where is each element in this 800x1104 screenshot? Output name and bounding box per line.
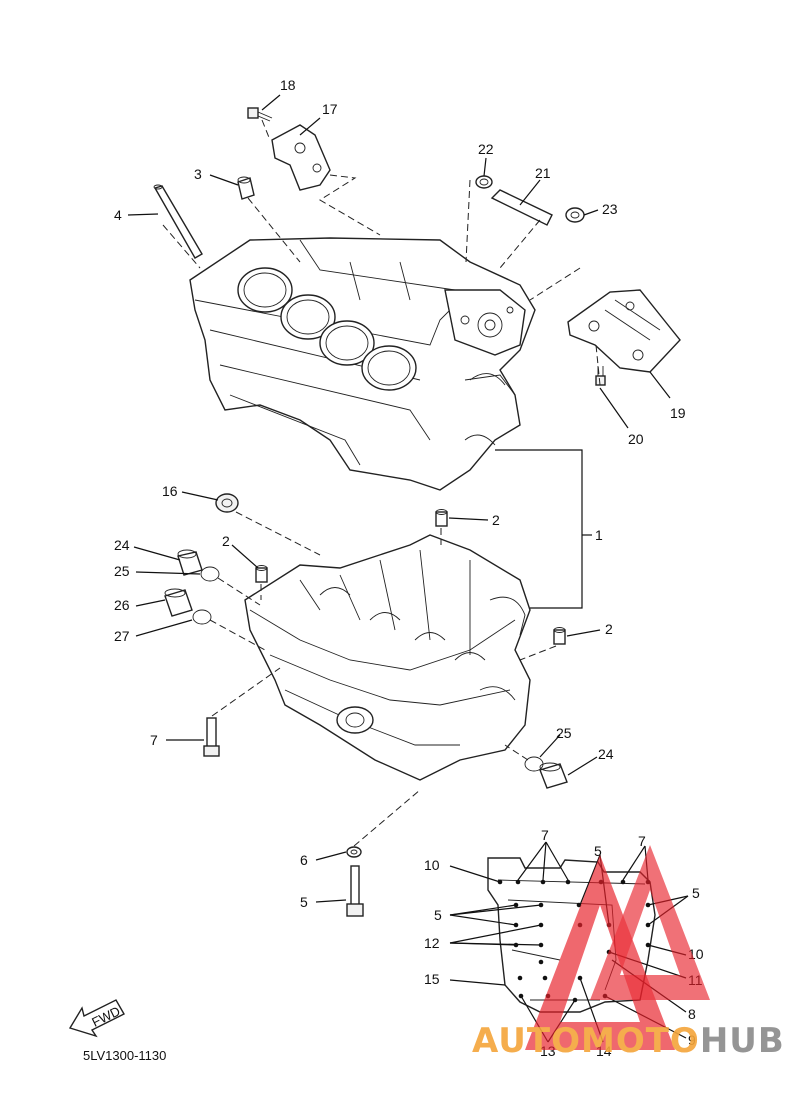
part-24-plug-top — [177, 549, 203, 576]
part-18-bolt — [247, 107, 273, 122]
inset-callout-10-left: 10 — [424, 857, 440, 873]
part-2-dowel-right — [553, 627, 566, 645]
callout-19: 19 — [670, 405, 686, 421]
fwd-label: FWD — [89, 1003, 122, 1029]
callout-16: 16 — [162, 483, 178, 499]
part-2-dowel-left — [255, 565, 268, 583]
callout-2-left: 2 — [222, 533, 230, 549]
part-22-clamp — [475, 175, 493, 189]
part-19-plate — [567, 289, 681, 373]
watermark-triangle-small-icon — [590, 845, 710, 1000]
svg-text:AUTOMOTOHUB: AUTOMOTOHUB — [472, 1021, 785, 1061]
callout-2-right: 2 — [605, 621, 613, 637]
inset-callout-numbers: 7 7 5 10 5 12 15 5 10 11 8 9 13 14 — [424, 827, 704, 1059]
part-7-bolt — [203, 717, 220, 757]
upper-crankcase — [189, 237, 536, 491]
inset-callout-7-left: 7 — [541, 827, 549, 843]
part-6-washer — [346, 846, 362, 858]
lower-crankcase — [244, 534, 531, 781]
part-21-hose — [490, 189, 553, 226]
callout-22: 22 — [478, 141, 494, 157]
callout-25-top: 25 — [114, 563, 130, 579]
callout-24-top: 24 — [114, 537, 130, 553]
part-25-oring-top — [200, 566, 220, 582]
callout-23: 23 — [602, 201, 618, 217]
watermark-triangle-icon — [525, 855, 675, 1050]
inset-callout-7-right: 7 — [638, 833, 646, 849]
part-16-plug — [215, 493, 239, 513]
callout-numbers: 18 17 3 4 22 21 23 19 20 16 2 1 2 24 25 … — [114, 77, 686, 910]
inset-callout-5-top: 5 — [594, 843, 602, 859]
inset-callout-5-left: 5 — [434, 907, 442, 923]
callout-7: 7 — [150, 732, 158, 748]
part-27-oring — [192, 609, 212, 625]
fwd-arrow: FWD — [68, 999, 125, 1038]
inset-callout-8: 8 — [688, 1006, 696, 1022]
callout-25-bottom: 25 — [556, 725, 572, 741]
part-23-clamp — [565, 207, 585, 223]
callout-2-top: 2 — [492, 512, 500, 528]
part-2-dowel-top — [435, 509, 448, 527]
callout-17: 17 — [322, 101, 338, 117]
part-4-stud — [153, 184, 203, 259]
watermark-hub: HUB — [700, 1021, 785, 1061]
callout-20: 20 — [628, 431, 644, 447]
callout-4: 4 — [114, 207, 122, 223]
automotohub-watermark: AUTOMOTOHUB — [472, 845, 785, 1061]
callout-1: 1 — [595, 527, 603, 543]
callout-26: 26 — [114, 597, 130, 613]
callout-21: 21 — [535, 165, 551, 181]
callout-6: 6 — [300, 852, 308, 868]
callout-27: 27 — [114, 628, 130, 644]
part-3-dowel — [237, 176, 255, 200]
watermark-moto: MOTO — [581, 1021, 700, 1061]
inset-callout-5-right: 5 — [692, 885, 700, 901]
diagram-code: 5LV1300-1130 — [83, 1048, 166, 1063]
part-26-plug — [164, 588, 193, 617]
part-25-oring-bottom — [524, 756, 544, 772]
part-17-cover — [271, 124, 331, 191]
part-20-bolt — [595, 366, 606, 386]
inset-callout-15: 15 — [424, 971, 440, 987]
inset-callout-9: 9 — [688, 1032, 696, 1048]
callout-24-bottom: 24 — [598, 746, 614, 762]
leader-lines — [127, 94, 671, 903]
callout-5: 5 — [300, 894, 308, 910]
watermark-auto: AUTO — [472, 1021, 581, 1061]
callout-18: 18 — [280, 77, 296, 93]
part-5-bolt — [346, 865, 364, 917]
part-24-plug-bottom — [539, 762, 568, 789]
inset-callout-12: 12 — [424, 935, 440, 951]
callout-3: 3 — [194, 166, 202, 182]
assembly-dash-lines — [162, 119, 601, 847]
